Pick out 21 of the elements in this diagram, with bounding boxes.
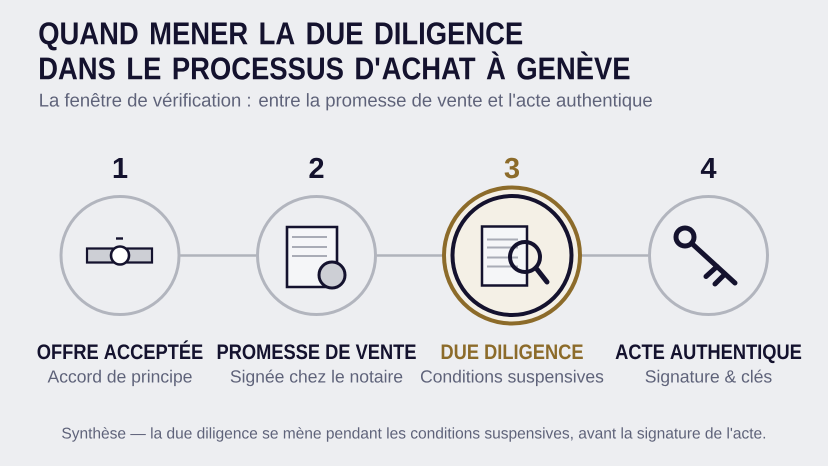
step-title: OFFRE ACCEPTÉE xyxy=(38,340,203,360)
step-circle xyxy=(60,195,180,316)
step-circle xyxy=(256,195,377,316)
step-subtitle: Accord de principe xyxy=(48,370,192,386)
step-number: 4 xyxy=(700,158,716,178)
connector-line xyxy=(582,254,648,257)
step-title: PROMESSE DE VENTE xyxy=(218,344,416,360)
step-number: 3 xyxy=(504,158,520,178)
subtitle: La fenêtre de vérification : entre la promesse de vente et l'acte authentique xyxy=(40,92,652,110)
step-subtitle: Conditions suspensives xyxy=(420,370,604,386)
step-title: ACTE AUTHENTIQUE xyxy=(616,344,802,364)
step-number: 1 xyxy=(114,158,128,178)
step-subtitle: Signature & clés xyxy=(646,370,772,386)
step-number: 2 xyxy=(309,158,324,178)
step-subtitle: Signée chez le notaire xyxy=(230,370,402,386)
title: QUAND MENER LA DUE DILIGENCE DANS LE PROCESSUS D'ACHAT À GENÈVE xyxy=(39,22,630,80)
step-title: DUE DILIGENCE xyxy=(442,344,583,360)
connector-line xyxy=(377,254,442,257)
connector-line xyxy=(180,254,256,257)
footnote: Synthèse — la due diligence se mène pendant les conditions suspensives, avant la signature de l'acte. xyxy=(62,427,766,442)
step-circle xyxy=(648,195,769,316)
